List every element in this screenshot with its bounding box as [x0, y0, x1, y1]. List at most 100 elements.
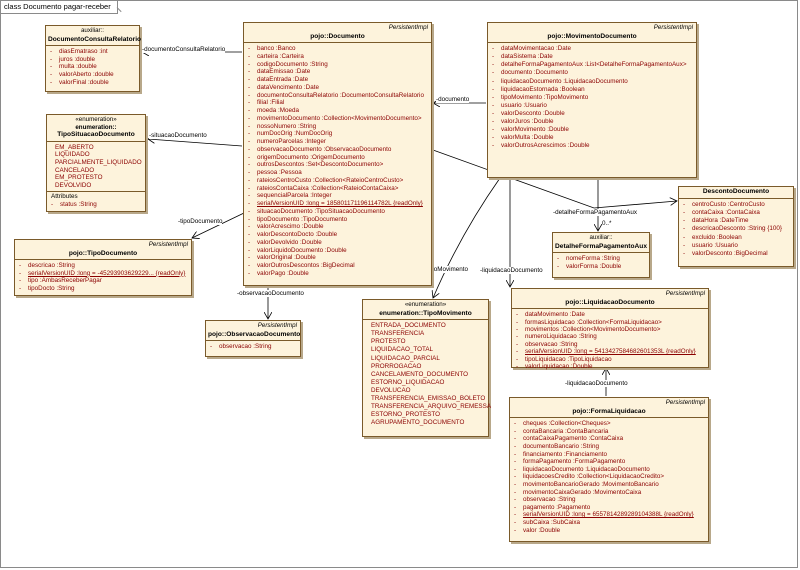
attribute-row: -contaCaixa :ContaCaixa — [683, 209, 791, 217]
visibility-private: - — [19, 277, 22, 285]
attribute-text: valorMovimento :Double — [501, 126, 569, 134]
attribute-text: origemDocumento :OrigemDocumento — [257, 153, 365, 161]
class-tipo-documento[interactable]: PersistentImpl pojo::TipoDocumento -desc… — [14, 239, 192, 296]
attribute-text: dataMovimento :Date — [525, 311, 585, 319]
attribute-text: usuario :Usuario — [501, 101, 547, 109]
enum-literal: CANCELAMENTO_DOCUMENTO — [371, 370, 469, 378]
visibility-private: - — [248, 176, 251, 184]
visibility-private: - — [514, 496, 517, 504]
class-name: DocumentoConsultaRelatorio — [46, 35, 141, 47]
attribute-text: dataEntrada :Date — [257, 76, 309, 84]
visibility-private: - — [50, 78, 53, 86]
attribute-text: tipoDocumento :TipoDocumento — [257, 215, 348, 223]
attribute-row: -pessoa :Pessoa — [248, 169, 429, 177]
class-name: enumeration::TipoMovimento — [363, 309, 488, 321]
attribute-text: serialVersionUID :long = -45293903629229… — [28, 269, 186, 277]
label-liquidacao-documento-forma: -liquidacaoDocumento — [565, 380, 628, 387]
visibility-private: - — [248, 207, 251, 215]
attributes-section: Attributes -status :String — [47, 191, 145, 210]
attribute-text: contaBancaria :ContaBancaria — [523, 427, 609, 435]
attribute-row: -serialVersionUID :long = -4529390362922… — [19, 270, 189, 278]
visibility-private: - — [248, 76, 251, 84]
attribute-list: -status :String — [51, 201, 143, 209]
attribute-row: -dataVencimento :Date — [248, 84, 429, 92]
class-observacao-documento[interactable]: PersistentImpl pojo::ObservacaoDocumento… — [205, 320, 301, 357]
attribute-row: -observacao :String — [210, 343, 298, 351]
class-liquidacao-documento[interactable]: PersistentImpl pojo::LiquidacaoDocumento… — [511, 288, 709, 370]
attribute-text: outrosDescontos :Set<DescontoDocumento> — [257, 161, 384, 169]
class-documento-consulta-relatorio[interactable]: auxiliar:: DocumentoConsultaRelatorio -d… — [45, 25, 141, 92]
visibility-private: - — [248, 169, 251, 177]
attribute-row: -valorLiquidacao :Double — [516, 363, 706, 370]
attribute-text: descricao :String — [28, 262, 75, 270]
attribute-row: -subCaixa :SubCaixa — [514, 519, 706, 527]
attribute-list: -descricao :String-serialVersionUID :lon… — [15, 260, 191, 294]
attribute-row: -outrosDescontos :Set<DescontoDocumento> — [248, 161, 429, 169]
label-detalhe-forma-pagamento: -detalheFormaPagamentoAux — [553, 209, 638, 216]
class-name: DetalheFormaPagamentoAux — [553, 242, 649, 254]
attribute-row: -dataMovimentacao :Date — [492, 45, 694, 53]
attribute-text: liquidacaoEstornada :Boolean — [501, 85, 585, 93]
attribute-row: -movimentoBancarioGerado :MovimentoBanca… — [514, 481, 706, 489]
class-name: pojo::LiquidacaoDocumento — [512, 298, 708, 310]
class-name: pojo::FormaLiquidacao — [510, 407, 708, 419]
class-documento[interactable]: PersistentImpl pojo::Documento -banco :B… — [243, 22, 432, 286]
attribute-text: dataHora :DateTime — [692, 217, 749, 225]
class-name: DescontoDocumento — [679, 187, 793, 199]
attribute-row: -observacao :String — [514, 496, 706, 504]
attribute-row: -formaPagamento :FormaPagamento — [514, 458, 706, 466]
attribute-row: -pagamento :Pagamento — [514, 504, 706, 512]
attribute-row: -valorFinal :double — [50, 79, 137, 87]
visibility-private: - — [51, 200, 54, 208]
attribute-row: -documento :Documento — [492, 69, 694, 77]
visibility-private: - — [514, 511, 517, 519]
visibility-private: - — [516, 333, 519, 341]
visibility-private: - — [514, 473, 517, 481]
attribute-row: -cheques :Collection<Cheques> — [514, 420, 706, 428]
attribute-text: rateiosContaCaixa :Collection<RateioCont… — [257, 184, 399, 192]
attribute-row: -valorMovimento :Double — [492, 126, 694, 134]
attribute-row: -carteira :Carteira — [248, 53, 429, 61]
visibility-private: - — [248, 184, 251, 192]
attribute-text: tipoMovimento :TipoMovimento — [501, 93, 589, 101]
visibility-private: - — [248, 246, 251, 254]
enum-literal: PRORROGACAO — [371, 362, 422, 370]
enum-literal: EM_PROTESTO — [55, 174, 103, 182]
attribute-row: -rateiosContaCaixa :Collection<RateioCon… — [248, 185, 429, 193]
attribute-row: -financiamento :Financiamento — [514, 451, 706, 459]
class-stereotype: PersistentImpl — [388, 24, 428, 31]
attribute-row: -tipoDocumento :TipoDocumento — [248, 216, 429, 224]
visibility-private: - — [492, 45, 495, 53]
attribute-text: centroCusto :CentroCusto — [692, 200, 765, 208]
visibility-private: - — [683, 217, 686, 225]
class-tipo-movimento[interactable]: «enumeration» enumeration::TipoMovimento… — [362, 299, 491, 437]
class-detalhe-forma-pagamento-aux[interactable]: auxiliar:: DetalheFormaPagamentoAux -nom… — [552, 232, 650, 278]
attribute-row: -dataEntrada :Date — [248, 76, 429, 84]
attribute-row: -sequencialParcela :Integer — [248, 192, 429, 200]
attribute-row: -nomeForma :String — [557, 255, 647, 263]
attribute-text: serialVersionUID :long = 185801171196114… — [257, 200, 423, 208]
visibility-private: - — [514, 480, 517, 488]
visibility-private: - — [248, 269, 251, 277]
enum-literal: ESTORNO_PROTESTO — [371, 411, 441, 419]
visibility-private: - — [248, 52, 251, 60]
enum-literal: EM_ABERTO — [55, 143, 94, 151]
visibility-private: - — [514, 435, 517, 443]
attribute-row: -contaBancaria :ContaBancaria — [514, 428, 706, 436]
class-desconto-documento[interactable]: DescontoDocumento - centroCusto :CentroCu… — [678, 186, 794, 267]
attribute-text: valorDescontoDocto :Double — [257, 231, 338, 239]
class-forma-liquidacao[interactable]: PersistentImpl pojo::FormaLiquidacao -ch… — [509, 397, 709, 542]
class-tipo-situacao-documento[interactable]: «enumeration» enumeration:: TipoSituacao… — [46, 114, 146, 212]
attribute-text: valorOutrosDescontos :BigDecimal — [257, 262, 355, 270]
attribute-list: - centroCusto :CentroCusto-contaCaixa :Co… — [679, 199, 793, 261]
visibility-private: - — [514, 450, 517, 458]
visibility-private: - — [248, 238, 251, 246]
attribute-text: valorForma :Double — [566, 262, 622, 270]
attribute-text: banco :Banco — [257, 45, 296, 53]
attribute-text: valorFinal :double — [59, 78, 109, 86]
visibility-private: - — [516, 355, 519, 363]
attribute-row: -valorDesconto :Double — [492, 110, 694, 118]
class-movimento-documento[interactable]: PersistentImpl pojo::MovimentoDocumento … — [487, 22, 697, 178]
visibility-private: - — [683, 225, 686, 233]
